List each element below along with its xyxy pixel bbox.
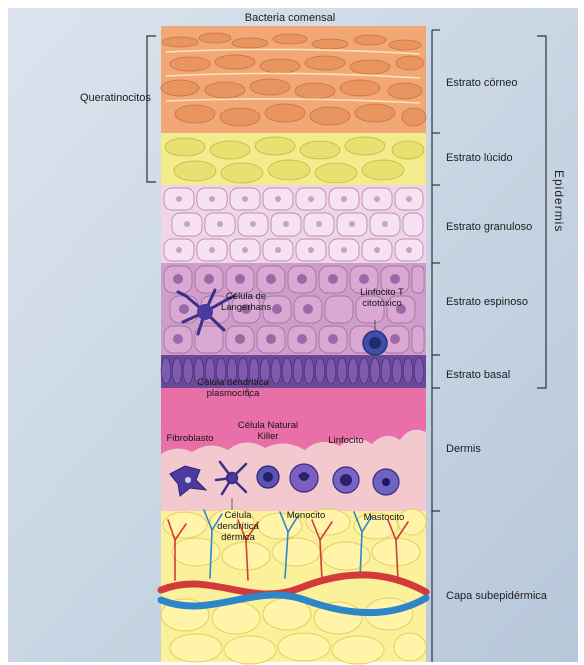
layer-label-granulosum: Estrato granuloso bbox=[446, 221, 532, 234]
basal-cell bbox=[172, 358, 182, 384]
basal-cell bbox=[403, 358, 413, 384]
nk-label: Célula Natural Killer bbox=[237, 421, 299, 443]
basal-cell bbox=[282, 358, 292, 384]
basal-cell bbox=[337, 358, 347, 384]
layer-label-dermis: Dermis bbox=[446, 443, 481, 456]
epidermis-label: Epidermis bbox=[552, 170, 566, 232]
basal-cell bbox=[359, 358, 369, 384]
basal-cell bbox=[370, 358, 380, 384]
layer-label-lucidum: Estrato lúcido bbox=[446, 152, 513, 165]
fibroblast-label: Fibroblasto bbox=[167, 434, 214, 445]
keratinocytes-label: Queratinocitos bbox=[80, 92, 151, 105]
monocyte-shape bbox=[290, 464, 318, 492]
basal-cell bbox=[161, 358, 171, 384]
basal-cell bbox=[381, 358, 391, 384]
langerhans-label: Célula de Langerhans bbox=[211, 292, 281, 314]
layer-label-basale: Estrato basal bbox=[446, 369, 510, 382]
monocyte-label: Monocito bbox=[287, 511, 326, 522]
layer-label-corneum: Estrato córneo bbox=[446, 77, 518, 90]
basal-cell bbox=[326, 358, 336, 384]
mast-cell-shape bbox=[373, 469, 399, 495]
t-cell-label: Linfocito T citotóxico bbox=[346, 288, 418, 310]
basal-cell bbox=[293, 358, 303, 384]
basal-cell bbox=[315, 358, 325, 384]
nk-cell-shape bbox=[257, 466, 279, 488]
plasmacytoid-label: Célula dendrítica plasmocítica bbox=[188, 378, 278, 400]
basal-cell bbox=[348, 358, 358, 384]
layer-label-subepidermal: Capa subepidérmica bbox=[446, 590, 547, 603]
basal-cell bbox=[304, 358, 314, 384]
t-cell-nucleus bbox=[369, 337, 381, 349]
lymphocyte-shape bbox=[333, 467, 359, 493]
basal-cell bbox=[392, 358, 402, 384]
dermal-dc-label: Célula dendrítica dérmica bbox=[212, 511, 264, 544]
mast-label: Mastocito bbox=[364, 513, 405, 524]
diagram-title: Bacteria comensal bbox=[245, 12, 336, 25]
layer-label-spinosum: Estrato espinoso bbox=[446, 296, 528, 309]
lymphocyte-label: Linfocito bbox=[328, 436, 363, 447]
basal-cell bbox=[414, 358, 424, 384]
